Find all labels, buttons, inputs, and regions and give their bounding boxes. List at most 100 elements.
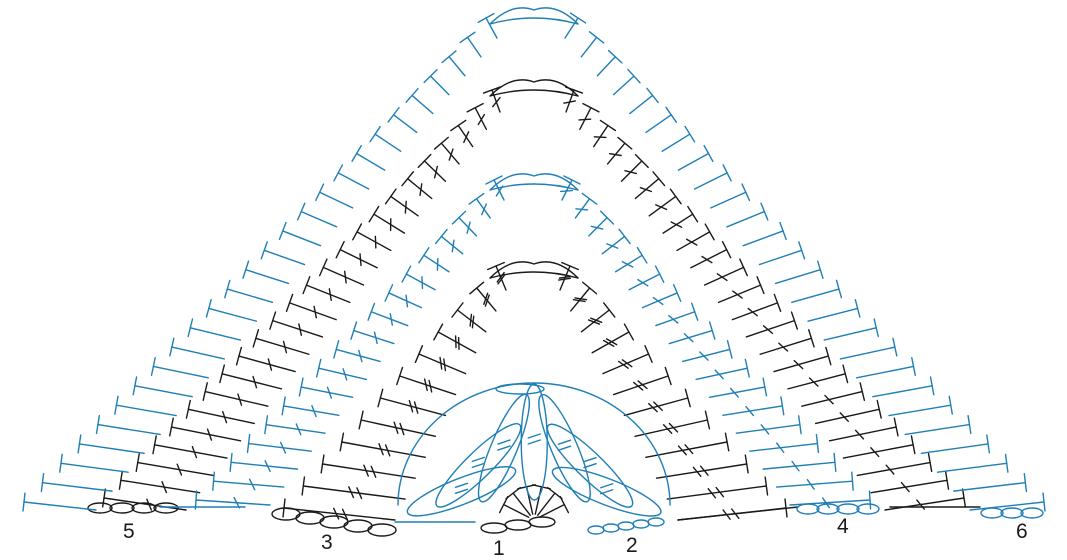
blue-outer-right-stitch-1 (954, 483, 1026, 491)
black-inner-right-stitch-8-top (624, 324, 633, 340)
blue-outer-left-stitch-7 (153, 366, 208, 377)
black-mid-left-stitch-20-top (435, 137, 449, 149)
black-mid-left-stitch-17-top (386, 189, 396, 204)
black-mid-right-stitch-12-mark (733, 291, 742, 298)
black-mid-right-stitch-12-top (757, 277, 764, 294)
black-mid-left-stitch-11-top (287, 294, 293, 311)
blue-outer-right-stitch-8 (840, 347, 894, 359)
black-mid-left-stitch-16 (374, 214, 405, 233)
blue-outer-left-stitch-24 (468, 37, 481, 57)
chain-row-5-link-0 (88, 503, 112, 513)
blue-outer-right-stitch-9 (824, 328, 876, 340)
blue-petal-1-mark2 (472, 463, 484, 467)
black-mid-left-stitch-13-top (320, 259, 327, 275)
black-inner-left-stitch-7 (419, 354, 466, 374)
blue-outer-right-stitch-24 (581, 37, 596, 57)
blue-inner-left-stitch-13 (424, 255, 449, 271)
blue-outer-left-stitch-25 (486, 18, 497, 38)
blue-outer-right-stitch-18 (678, 154, 708, 171)
blue-inner-left-stitch-14-top (436, 229, 447, 243)
black-inner-right-stitch-4 (635, 420, 707, 436)
chain-row-6-link-2 (1021, 508, 1043, 518)
black-mid-right-stitch-18-top (653, 172, 665, 186)
blue-petal-5-mark (584, 458, 596, 462)
black-mid-left-stitch-5 (188, 409, 254, 423)
black-mid-right-stitch-15 (677, 232, 710, 251)
blue-outer-right-stitch-6 (873, 386, 932, 397)
black-mid-left-stitch-2 (138, 463, 214, 476)
chain-row-6-link-0 (981, 508, 1003, 518)
blue-outer-left-stitch-19-top (370, 127, 380, 142)
row-label-2: 2 (626, 535, 638, 556)
blue-outer-right-stitch-16 (711, 192, 746, 208)
black-mid-right-stitch-17-top (670, 189, 681, 204)
blue-inner-left-stitch-14-mark (452, 240, 454, 252)
blue-outer-right-stitch-14-top (780, 223, 786, 240)
black-mid-left-stitch-12 (306, 285, 349, 302)
row-label-4: 4 (837, 516, 849, 537)
blue-inner-right-stitch-14 (602, 236, 624, 253)
blue-outer-right-stitch-5 (889, 405, 951, 415)
blue-inner-right-stitch-9-mark (684, 334, 693, 342)
black-mid-right-stitch-20-top (618, 137, 632, 149)
black-mid-right-stitch-17 (649, 196, 676, 215)
blue-outer-right-stitch-17-top (723, 165, 731, 181)
black-mid-right-stitch-13-mark (717, 274, 727, 281)
chain-row-4-link-0 (797, 504, 819, 514)
black-mid-right-stitch-6 (802, 392, 862, 407)
black-mid-right-stitch-19-mark (625, 171, 636, 174)
blue-outer-left-stitch-15 (301, 212, 336, 227)
blue-petal-1-mark (472, 457, 484, 461)
blue-outer-left-stitch-15-top (298, 203, 305, 220)
blue-outer-right-stitch-10 (808, 308, 858, 321)
blue-inner-right-stitch-10 (656, 312, 695, 326)
blue-outer-right-stitch-13 (759, 250, 801, 264)
blue-outer-left-stitch-20-top (388, 108, 399, 122)
blue-inner-left-stitch-13-top (419, 248, 429, 263)
black-mid-right-stitch-21-top (600, 120, 615, 130)
blue-rows (23, 8, 1045, 534)
blue-inner-left-stitch-10 (371, 312, 407, 326)
blue-outer-left-stitch-3 (79, 444, 144, 453)
black-inner-left-stitch-7-mark (444, 359, 446, 371)
black-inner-right-stitch-7-top (645, 346, 652, 363)
black-inner-right-stitch-2 (657, 464, 747, 478)
black-rows (88, 80, 980, 536)
black-mid-right-stitch-9 (760, 338, 811, 354)
blue-outer-left-stitch-0-top (23, 493, 25, 511)
center-stitch-3 (535, 487, 541, 514)
black-mid-right-stitch-7 (788, 374, 845, 389)
black-inner-right-stitch-9-top (604, 303, 615, 317)
blue-outer-right-stitch-11 (792, 289, 839, 302)
blue-outer-right-stitch-15-top (761, 203, 768, 220)
blue-inner-left-stitch-7 (319, 368, 367, 379)
blue-inner-right-stitch-8 (683, 349, 730, 361)
chain-row-2-link-3 (633, 520, 649, 528)
blue-outer-right-stitch-20 (646, 115, 671, 133)
black-inner-left-stitch-10 (477, 288, 496, 311)
blue-petal-0-mark (455, 483, 467, 487)
blue-outer-right-stitch-7 (857, 366, 914, 377)
black-mid-left-stitch-8 (239, 356, 295, 371)
blue-outer-right-stitch-14 (743, 231, 783, 246)
black-mid-left-stitch-3 (155, 445, 227, 458)
black-inner-left-stitch-8-top (434, 324, 443, 340)
blue-petal-6-mark2 (601, 490, 613, 494)
black-mid-left-stitch-17 (391, 196, 418, 215)
black-inner-left-stitch-7-top (415, 346, 422, 363)
blue-petal-0-mark2 (455, 489, 467, 493)
black-mid-right-stitch-21 (594, 125, 608, 146)
black-mid-right-stitch-20-mark (610, 154, 622, 156)
blue-inner-left-stitch-16-top (469, 194, 484, 205)
chain-row-1-link-2 (529, 517, 555, 527)
blue-outer-right-stitch-23 (597, 57, 615, 76)
blue-inner-left-stitch-15-mark (467, 222, 470, 233)
chain-row-1-link-1 (505, 520, 531, 530)
black-mid-right-stitch-12 (719, 285, 761, 302)
black-mid-left-stitch-4 (171, 427, 240, 441)
blue-arch-2-inner (490, 184, 578, 190)
chain-row-2-link-4 (648, 518, 664, 526)
blue-outer-right-stitch-4 (905, 425, 969, 435)
blue-outer-right-stitch-21-top (647, 88, 658, 102)
